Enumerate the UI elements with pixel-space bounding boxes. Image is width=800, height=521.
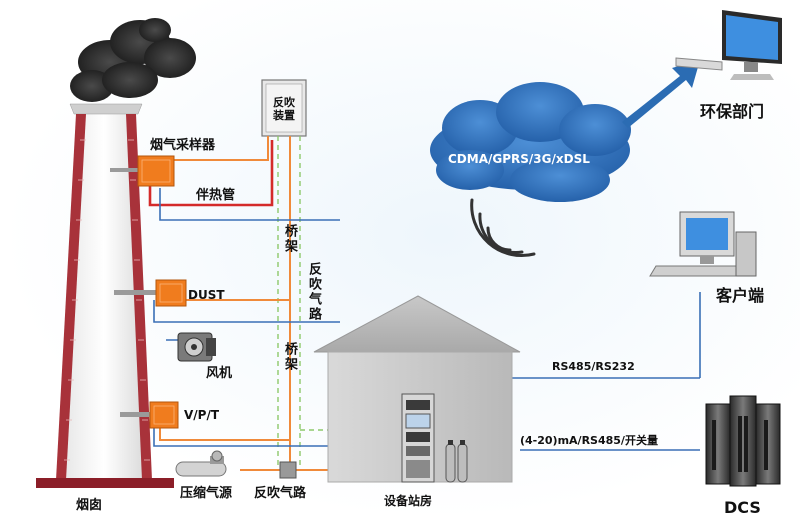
- monitor-icon: [675, 10, 782, 80]
- label-backflush-path-bottom: 反吹气路: [254, 486, 307, 501]
- label-sampler: 烟气采样器: [150, 138, 216, 153]
- label-dcs: DCS: [724, 498, 761, 517]
- flue-gas-sampler-icon: [110, 155, 175, 187]
- dust-sensor-icon: [114, 279, 187, 307]
- vpt-sensor-icon: [120, 401, 179, 429]
- label-station: 设备站房: [384, 494, 433, 508]
- label-env-dept: 环保部门: [700, 102, 765, 121]
- label-vpt: V/P/T: [184, 408, 220, 422]
- tee-connector-icon: [279, 461, 297, 479]
- backflush-device: [261, 79, 307, 137]
- label-heat-pipe: 伴热管: [196, 188, 236, 203]
- label-backflush-device: 反吹装置: [273, 96, 295, 122]
- heat-trace-pipe: [148, 140, 274, 207]
- upload-arrow-icon: [622, 60, 700, 128]
- client-computer-icon: [649, 211, 757, 277]
- label-dust: DUST: [188, 288, 225, 302]
- label-backflush-path-vertical: 反吹气路: [306, 262, 321, 322]
- label-rs485-rs232: RS485/RS232: [552, 360, 635, 373]
- equipment-station-house: [313, 295, 521, 483]
- label-cloud-network: CDMA/GPRS/3G/xDSL: [448, 152, 590, 166]
- network-cloud-icon: [430, 82, 631, 202]
- dcs-cabinet-icon: [705, 395, 781, 487]
- label-bridge-frame-2: 桥架: [282, 342, 297, 372]
- fan-icon: [177, 332, 216, 362]
- label-chimney: 烟囱: [76, 498, 103, 513]
- wireless-signal-icon: [470, 198, 536, 258]
- label-bridge-frame-1: 桥架: [282, 224, 297, 254]
- chimney: [36, 103, 174, 488]
- label-analog-link: (4-20)mA/RS485/开关量: [520, 434, 658, 447]
- label-client: 客户端: [716, 286, 765, 305]
- label-compressed-air: 压缩气源: [180, 486, 233, 501]
- compressed-air-icon: [175, 450, 227, 477]
- bridge-frame: [277, 136, 340, 470]
- smoke-cloud-icon: [70, 18, 196, 102]
- label-fan: 风机: [206, 366, 233, 381]
